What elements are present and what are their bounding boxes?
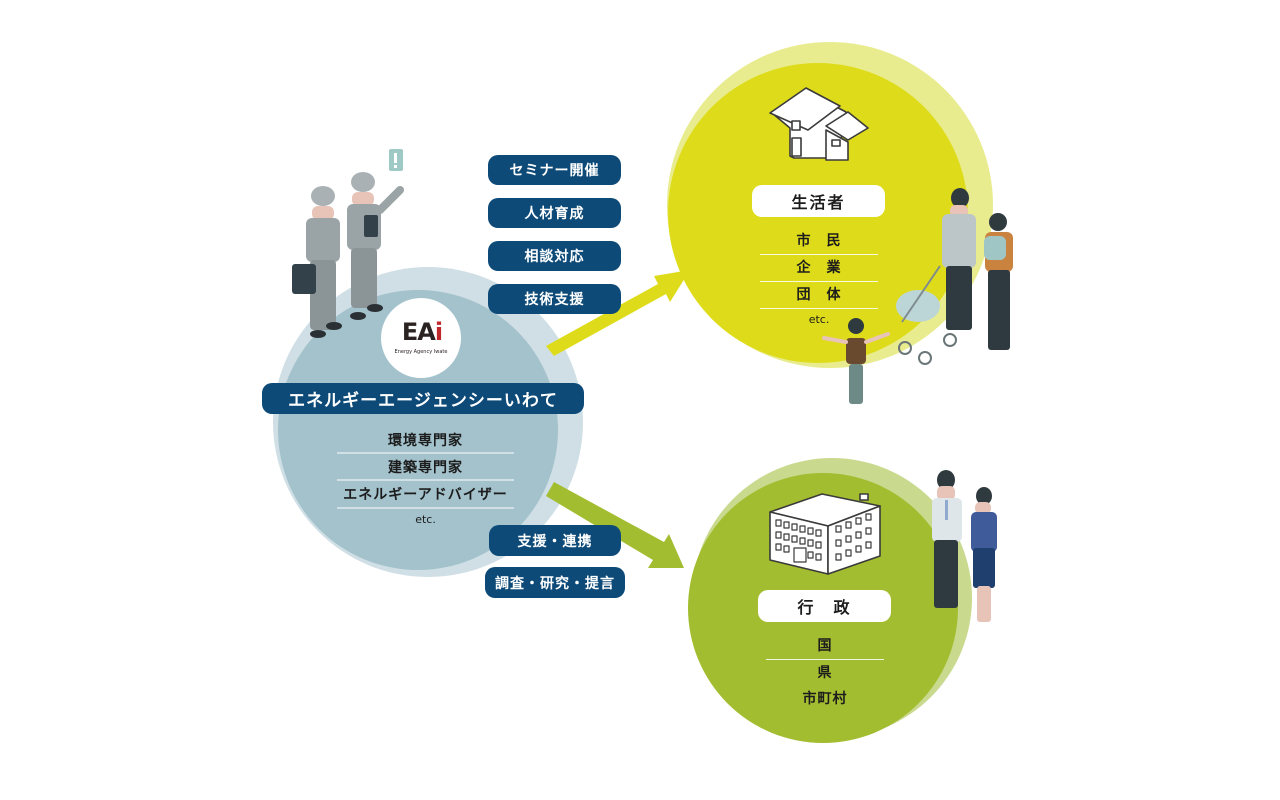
house-icon	[769, 87, 869, 161]
service-support-cooperation: 支援・連携	[489, 525, 621, 556]
arrow-to-residents	[546, 270, 690, 356]
members-separators	[337, 452, 514, 509]
logo-badge	[381, 298, 461, 378]
family-illustration	[822, 188, 1013, 404]
service-research-proposal: 調査・研究・提言	[485, 567, 625, 598]
workers-illustration	[292, 149, 404, 338]
government-item: 県	[817, 665, 833, 681]
member-item: 環境専門家	[388, 433, 463, 449]
service-seminar: セミナー開催	[488, 155, 621, 185]
organization-circle-inner	[278, 290, 558, 570]
residents-item: 企 業	[796, 260, 842, 276]
residents-item: 団 体	[796, 287, 842, 303]
residents-title: 生活者	[752, 185, 885, 217]
organization-name-banner: エネルギーエージェンシーいわて	[262, 383, 584, 414]
residents-etc: etc.	[808, 313, 830, 326]
divider	[760, 254, 878, 255]
government-item: 国	[817, 638, 833, 654]
officials-illustration	[932, 470, 997, 622]
logo-mark-accent: i	[434, 318, 443, 346]
divider	[766, 659, 884, 660]
residents-list: 市 民 企 業 団 体 etc.	[760, 228, 878, 333]
residents-item: 市 民	[796, 233, 842, 249]
divider	[760, 281, 878, 282]
members-etc: etc.	[415, 513, 436, 526]
divider	[760, 308, 878, 309]
government-list: 国 県 市町村	[766, 633, 884, 712]
service-training: 人材育成	[488, 198, 621, 228]
organization-members-list: 環境専門家 建築専門家 エネルギーアドバイザー etc.	[337, 428, 514, 533]
member-item: エネルギーアドバイザー	[343, 487, 508, 503]
service-technical-support: 技術支援	[488, 284, 621, 314]
government-title: 行 政	[758, 590, 891, 622]
office-building-icon	[769, 493, 881, 575]
logo-subtitle: Energy Agency Iwate	[394, 349, 448, 355]
government-item: 市町村	[802, 691, 848, 707]
service-consultation: 相談対応	[488, 241, 621, 271]
logo-mark: EAi	[392, 318, 452, 346]
logo-mark-main: EA	[401, 318, 436, 346]
member-item: 建築専門家	[388, 460, 463, 476]
